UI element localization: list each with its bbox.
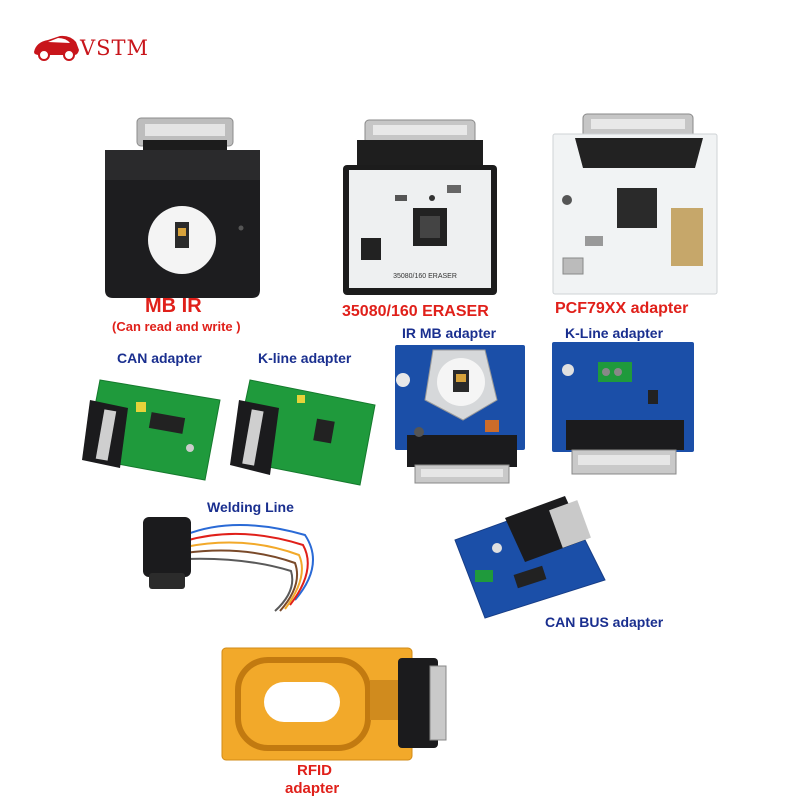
eraser-label: 35080/160 ERASER xyxy=(342,303,489,320)
k-line-adapter-left-image xyxy=(230,379,376,486)
ir-mb-adapter-label: IR MB adapter xyxy=(402,325,497,341)
can-adapter-image xyxy=(82,379,221,481)
can-adapter-label: CAN adapter xyxy=(117,350,202,366)
logo-text: VSTM xyxy=(80,36,150,60)
rfid-label-adapter: adapter xyxy=(285,780,340,797)
eraser-adapter-image: 35080/160 ERASER xyxy=(343,119,497,295)
mb-ir-sublabel: (Can read and write ) xyxy=(112,319,241,334)
can-bus-adapter-image xyxy=(454,496,606,619)
rfid-label: RFID xyxy=(297,762,332,779)
eraser-board-text: 35080/160 ERASER xyxy=(393,273,457,280)
brand-logo: VSTM xyxy=(30,28,160,68)
mb-ir-device-image xyxy=(105,117,260,298)
k-line-adapter-right-label: K-Line adapter xyxy=(565,325,664,341)
k-line-adapter-right-image xyxy=(552,342,694,475)
k-line-adapter-left-label: K-line adapter xyxy=(258,350,352,366)
car-logo-icon xyxy=(34,35,79,61)
pcf79xx-adapter-image xyxy=(552,113,718,295)
welding-line-label: Welding Line xyxy=(207,499,294,515)
mb-ir-label: MB IR xyxy=(145,295,202,317)
can-bus-adapter-label: CAN BUS adapter xyxy=(545,614,664,630)
pcf79xx-label: PCF79XX adapter xyxy=(555,300,689,317)
rfid-adapter-image xyxy=(221,647,447,761)
welding-line-image xyxy=(143,517,314,612)
ir-mb-adapter-image xyxy=(395,345,525,484)
